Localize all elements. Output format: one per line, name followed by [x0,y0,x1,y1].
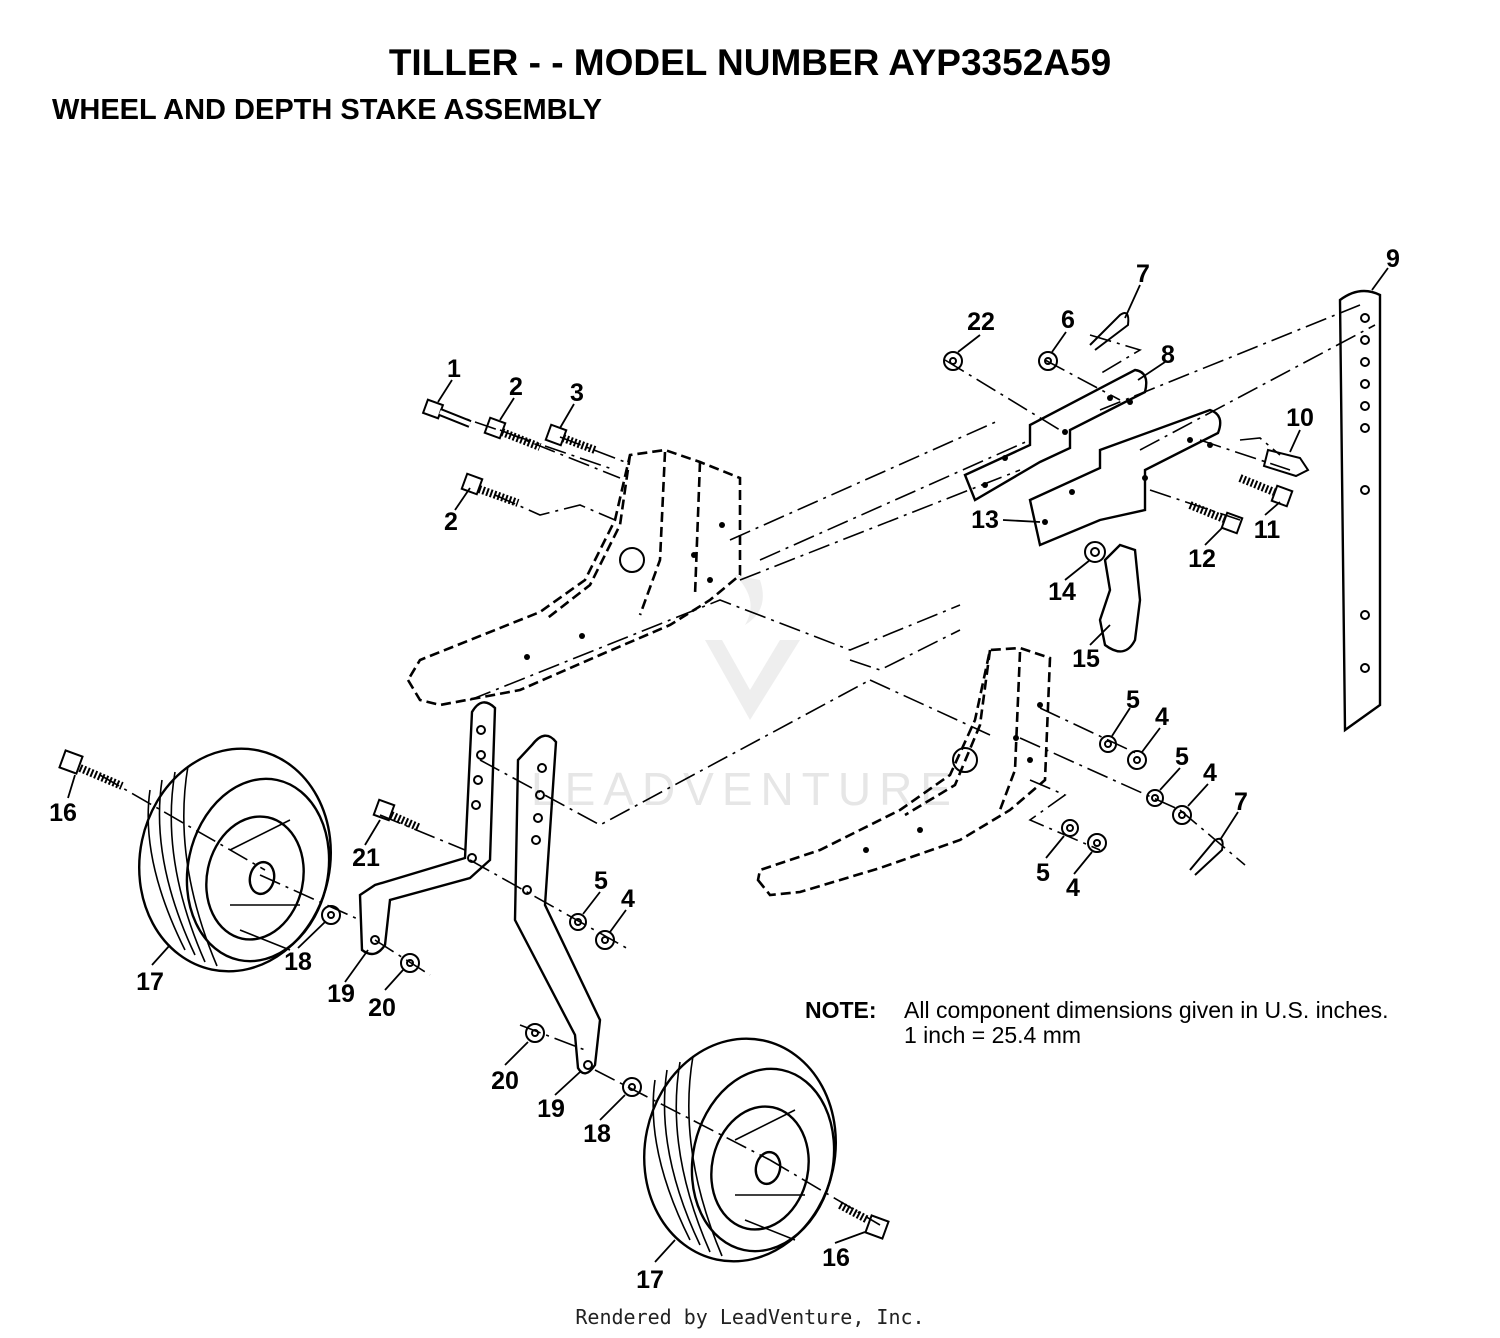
callout-2-upper: 2 [509,373,523,401]
nut-4d-icon [595,930,615,950]
nut-20-right-icon [525,1023,545,1043]
callout-15: 15 [1072,645,1100,673]
callout-18-left: 18 [284,948,312,976]
callout-22: 22 [967,308,995,336]
washer-5d-icon [569,913,587,931]
washer-18-left-icon [321,905,341,925]
wheel-17-right [643,1037,837,1263]
spacer-14-icon [1084,541,1106,563]
callout-5-c: 5 [1036,859,1050,887]
bolt-2-lower-icon [460,472,520,507]
callout-7-lower: 7 [1234,788,1248,816]
leader-lines [67,267,1389,1263]
callout-20-right: 20 [491,1067,519,1095]
callout-16-left: 16 [49,799,77,827]
callout-4-b: 4 [1203,759,1217,787]
nut-22-icon [943,351,963,371]
callout-13: 13 [971,506,999,534]
callout-19-right: 19 [537,1095,565,1123]
wheel-bracket-19-right [513,734,602,1075]
footer-credit: Rendered by LeadVenture, Inc. [575,1305,925,1329]
callout-10: 10 [1286,404,1314,432]
callout-11: 11 [1254,516,1281,544]
left-leg-hole [619,547,645,573]
page-title: TILLER - - MODEL NUMBER AYP3352A59 [388,42,1112,83]
wheel-17-left [138,747,332,973]
callout-2-lower: 2 [444,508,458,536]
washer-18-right-icon [622,1077,642,1097]
nut-4a-icon [1127,750,1147,770]
bracket-13 [1028,408,1222,547]
callout-3: 3 [570,379,584,407]
note-label: NOTE: [805,997,877,1023]
watermark-logo-icon [705,575,800,720]
callout-20-left: 20 [368,994,396,1022]
bolt-16-left-icon [58,749,124,790]
bolt-2-upper-icon [483,416,542,451]
callout-4-a: 4 [1155,703,1169,731]
washer-5b-icon [1146,789,1164,807]
callout-5-b: 5 [1175,743,1189,771]
note-line-1: All component dimensions given in U.S. i… [904,997,1389,1023]
depth-stake-holes [1360,313,1370,673]
bolt-16-right-icon [838,1201,890,1240]
bracket-8 [963,368,1148,502]
nut-20-left-icon [400,953,420,973]
callout-1: 1 [447,355,461,383]
bolt-11-icon [1238,474,1294,508]
callout-19-left: 19 [327,980,355,1008]
right-tiller-leg-outline [756,646,1052,897]
callout-21: 21 [352,844,380,872]
callout-14: 14 [1048,578,1076,606]
callout-7-upper: 7 [1136,260,1150,288]
callout-17-left: 17 [136,968,164,996]
washer-5c-icon [1061,819,1079,837]
callout-12: 12 [1188,545,1216,573]
nut-4b-icon [1172,805,1192,825]
hairpin-clip-7-upper-icon [1089,312,1130,351]
callout-labels: 1 2 3 2 22 6 7 8 9 10 11 12 13 14 15 5 4… [49,245,1400,1294]
callout-6: 6 [1061,306,1075,334]
callout-8: 8 [1161,341,1175,369]
callout-4-c: 4 [1066,874,1080,902]
depth-stake-15 [1098,543,1142,653]
callout-9: 9 [1386,245,1400,273]
bolt-1-icon [421,398,472,428]
callout-16-right: 16 [822,1244,850,1272]
note-line-2: 1 inch = 25.4 mm [904,1022,1082,1048]
wheel-bracket-19-left [358,701,497,956]
callout-18-right: 18 [583,1120,611,1148]
nut-6-icon [1038,351,1058,371]
right-leg-hole [952,747,978,773]
pin-10-icon [1262,448,1310,478]
washer-5a-icon [1099,735,1117,753]
assembly-subtitle: WHEEL AND DEPTH STAKE ASSEMBLY [52,94,602,126]
bolt-12-icon [1188,501,1244,535]
hairpin-clip-7-lower-icon [1189,837,1224,876]
callout-17-right: 17 [636,1266,664,1294]
bolt-3-icon [544,423,597,454]
callout-4-d: 4 [621,885,635,913]
callout-5-d: 5 [594,867,608,895]
depth-stake-bar-9 [1338,289,1382,733]
watermark-text: LEADVENTURE [531,763,959,815]
nut-4c-icon [1087,833,1107,853]
bracket-holes [370,725,593,1070]
left-tiller-leg-outline [406,448,742,707]
bolt-21-icon [372,798,422,832]
callout-5-a: 5 [1126,686,1140,714]
